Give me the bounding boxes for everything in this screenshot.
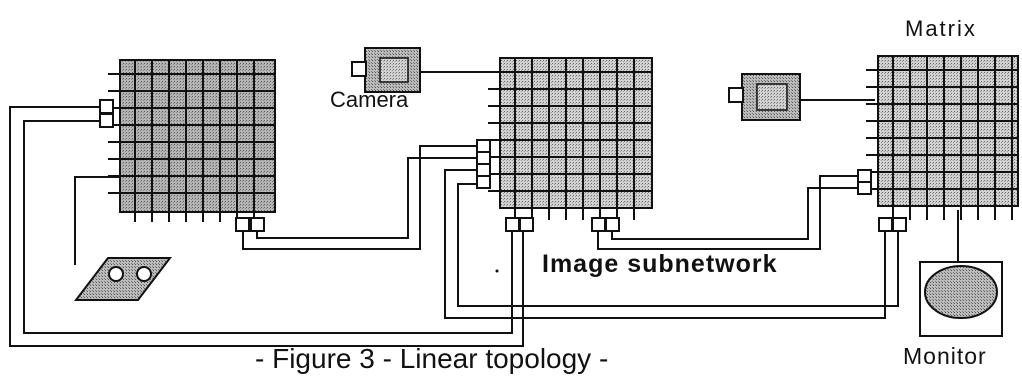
image-subnetwork-label: Image subnetwork <box>542 250 778 278</box>
camera-1 <box>351 47 421 93</box>
matrix-label: Matrix <box>905 16 977 41</box>
cables <box>9 71 959 347</box>
matrix-3 <box>857 55 1019 232</box>
camera-2 <box>728 73 801 121</box>
monitor <box>919 261 1003 337</box>
vcr <box>73 257 173 301</box>
stray-dot <box>495 269 499 273</box>
matrix-1 <box>99 59 276 232</box>
monitor-label: Monitor <box>903 343 987 369</box>
figure-caption: - Figure 3 - Linear topology - <box>255 343 609 374</box>
camera-label: Camera <box>330 87 409 112</box>
matrix-2 <box>476 57 653 232</box>
